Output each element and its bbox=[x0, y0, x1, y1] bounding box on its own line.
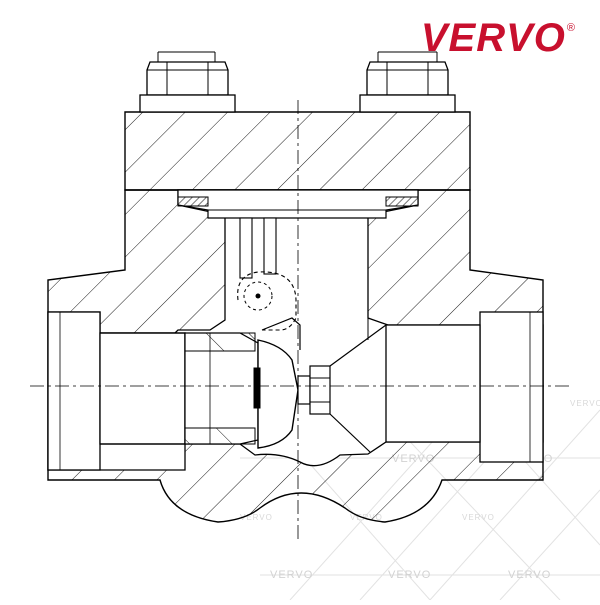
bonnet-bolt-left bbox=[139, 51, 236, 113]
inlet-port bbox=[47, 311, 186, 471]
gasket bbox=[177, 196, 419, 207]
watermark-text: VERVO bbox=[270, 569, 313, 581]
disc-nut bbox=[297, 365, 331, 415]
bonnet bbox=[124, 111, 471, 191]
outlet-taper bbox=[329, 318, 387, 453]
hinge-arm bbox=[237, 217, 301, 350]
brand-name: VERVO bbox=[420, 16, 566, 60]
center-lines bbox=[30, 100, 570, 540]
bonnet-bolt-right bbox=[359, 51, 456, 113]
outlet-port bbox=[385, 311, 544, 463]
check-disc bbox=[253, 339, 299, 449]
watermark-text: VERVO bbox=[508, 569, 551, 581]
seat-ring bbox=[184, 332, 259, 445]
registered-mark: ® bbox=[566, 21, 576, 34]
brand-logo: VERVO® bbox=[421, 18, 576, 58]
watermark-text: VERVO bbox=[462, 513, 495, 522]
watermark-text: VERVO bbox=[240, 513, 273, 522]
watermark-text: VERVO bbox=[388, 569, 431, 581]
watermark-text: VERVO bbox=[570, 399, 600, 408]
